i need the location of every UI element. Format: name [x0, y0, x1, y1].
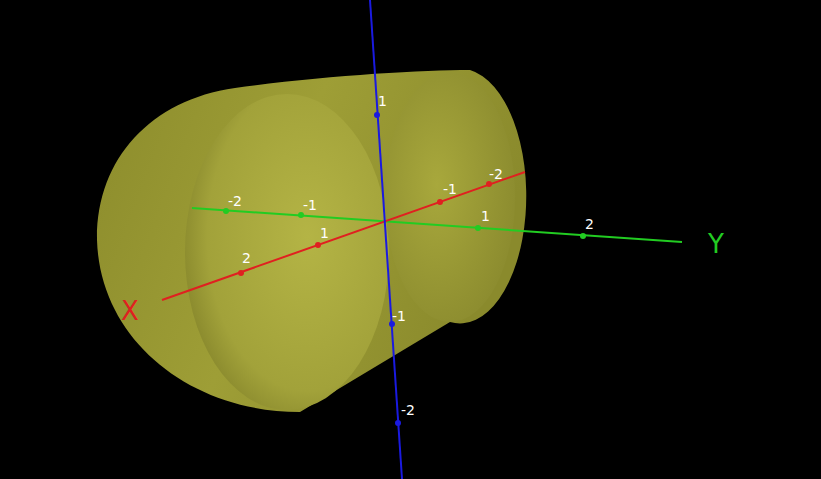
y-axis — [192, 208, 682, 242]
tick-label: 1 — [378, 94, 387, 108]
tick-label: 1 — [320, 226, 329, 240]
tick-label: -1 — [392, 309, 406, 323]
surface-right-rim — [385, 72, 515, 322]
tick-label: -2 — [401, 403, 415, 417]
tick-label: -1 — [303, 198, 317, 212]
surface-front-rim — [185, 94, 389, 410]
surface-body — [97, 70, 526, 412]
tick-label: -2 — [228, 194, 242, 208]
axis-name: Y — [708, 231, 724, 257]
z-axis — [370, 0, 402, 479]
axis-name: X — [121, 298, 139, 324]
tick-label: -2 — [489, 167, 503, 181]
y-ticks — [223, 208, 586, 239]
tick-label: 2 — [585, 217, 594, 231]
tick-label: 1 — [481, 209, 490, 223]
tick-label: -1 — [443, 182, 457, 196]
x-ticks — [238, 181, 492, 276]
z-ticks — [374, 112, 401, 426]
tick-label: 2 — [242, 251, 251, 265]
x-axis — [162, 172, 525, 300]
